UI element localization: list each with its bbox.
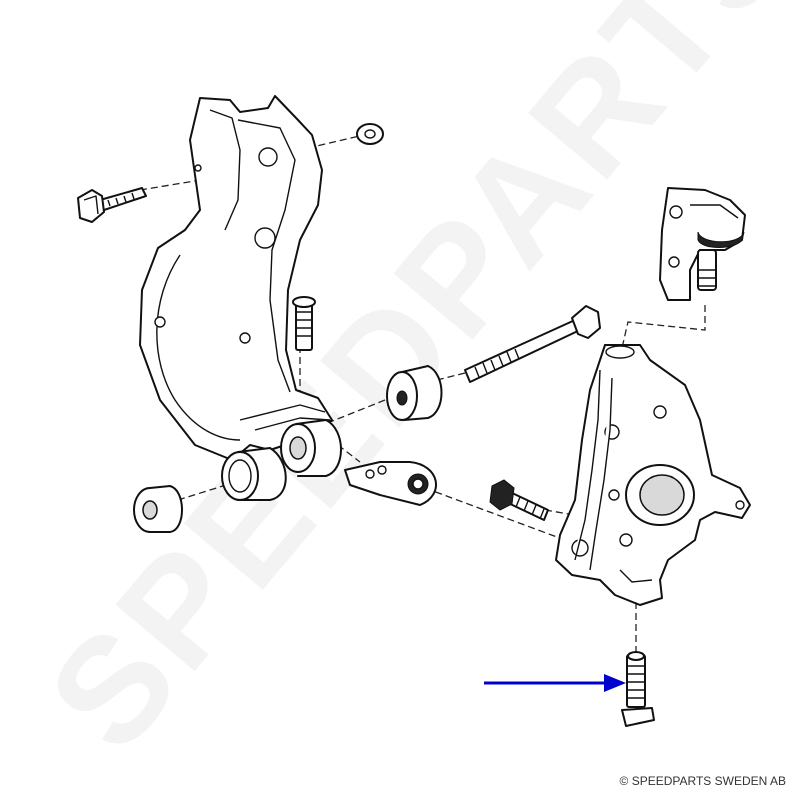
link-bracket	[344, 461, 437, 506]
long-through-bolt	[464, 305, 601, 383]
pointer-arrow	[484, 674, 626, 692]
steering-knuckle	[555, 344, 751, 606]
rubber-bushing	[386, 365, 443, 421]
bushing-sleeve	[221, 447, 287, 501]
bushing-small	[133, 485, 183, 533]
copyright-notice: © SPEEDPARTS SWEDEN AB	[619, 774, 786, 788]
bracket-bolt-upper	[77, 187, 147, 223]
knuckle-lower-bolt	[621, 651, 655, 727]
subframe-bracket	[139, 95, 333, 461]
control-arm-bushing	[280, 419, 342, 477]
stud-bolt	[292, 296, 316, 351]
knuckle-side-bolt	[489, 479, 549, 521]
washer	[356, 123, 384, 145]
ball-joint	[659, 187, 746, 301]
